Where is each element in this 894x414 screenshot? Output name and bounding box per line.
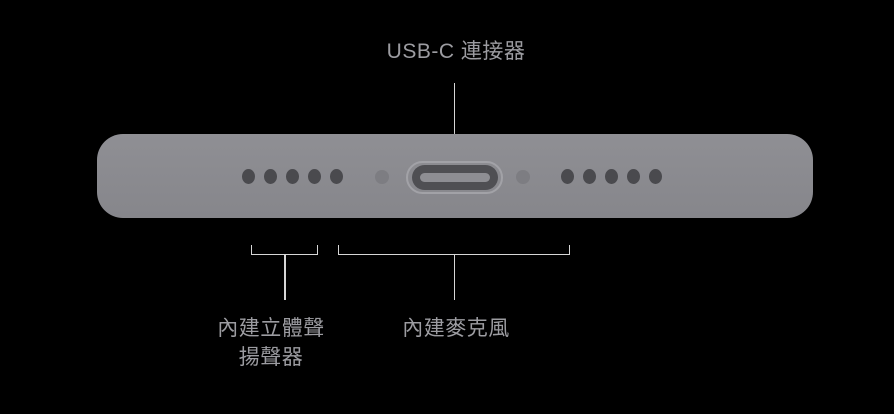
speaker-hole [242, 169, 255, 184]
right-screw-hole [516, 170, 530, 184]
usb-c-connector-label: USB-C 連接器 [386, 40, 526, 63]
speaker-hole [583, 169, 596, 184]
speaker-hole [264, 169, 277, 184]
usb-c-port [406, 161, 503, 194]
microphone-bracket-stem [453, 255, 455, 300]
right-speaker-holes [561, 169, 662, 184]
speakers-label-line2: 揚聲器 [238, 346, 304, 369]
speaker-hole [649, 169, 662, 184]
left-screw-hole [375, 170, 389, 184]
speakers-label: 內建立體聲 揚聲器 [217, 314, 325, 372]
microphone-bracket [338, 245, 570, 255]
left-speaker-holes [242, 169, 343, 184]
speaker-hole [561, 169, 574, 184]
microphone-label: 內建麥克風 [402, 317, 510, 340]
speaker-hole [605, 169, 618, 184]
speakers-bracket-stem [284, 255, 286, 300]
speaker-hole [627, 169, 640, 184]
speaker-hole [308, 169, 321, 184]
speakers-bracket [251, 245, 318, 255]
speakers-label-line1: 內建立體聲 [217, 317, 325, 340]
usb-c-leader-line [453, 83, 455, 174]
usb-c-port-cavity [411, 165, 498, 190]
usb-c-port-tongue [419, 173, 490, 182]
iphone-bottom-edge [97, 134, 813, 218]
speaker-hole [286, 169, 299, 184]
speaker-hole [330, 169, 343, 184]
